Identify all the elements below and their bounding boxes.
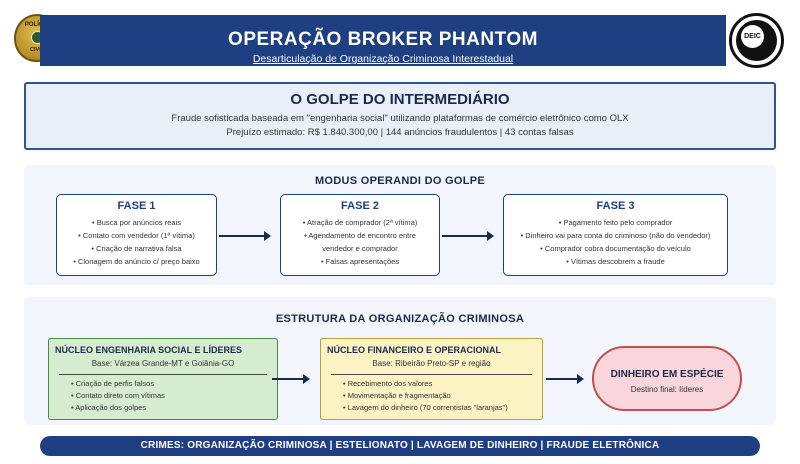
fase-2-item: • Falsas apresentações (320, 257, 400, 266)
modus-operandi-title: MODUS OPERANDI DO GOLPE (314, 175, 486, 187)
arrow-nucleo1-to-nucleo2 (272, 374, 310, 384)
fase-1-box: FASE 1 • Busca por anúncios reais • Cont… (56, 194, 217, 276)
nucleo-engenharia-social-box: NÚCLEO ENGENHARIA SOCIAL E LÍDERES Base:… (48, 338, 278, 420)
estrutura-title: ESTRUTURA DA ORGANIZAÇÃO CRIMINOSA (275, 313, 525, 325)
dinheiro-especie-box: DINHEIRO EM ESPÉCIE Destino final: líder… (592, 346, 742, 411)
nucleo-2-item: • Recebimento dos valores (343, 379, 433, 388)
golpe-prejuizo: Prejuízo estimado: R$ 1.840.300,00 | 144… (226, 127, 574, 138)
nucleo-2-title: NÚCLEO FINANCEIRO E OPERACIONAL (327, 345, 502, 355)
fase-1-item: • Clonagem do anúncio c/ preço baixo (73, 257, 200, 266)
arrow-nucleo2-to-dinheiro (546, 374, 584, 384)
arrow-fase1-to-fase2 (219, 231, 271, 241)
page-header: OPERAÇÃO BROKER PHANTOM Desarticulação d… (40, 15, 726, 66)
fase-1-item: • Criação de narrativa falsa (91, 244, 182, 253)
golpe-summary-box: O GOLPE DO INTERMEDIÁRIO Fraude sofistic… (24, 82, 776, 150)
nucleo-1-item: • Criação de perfis falsos (71, 379, 155, 388)
deic-seal-icon: DEIC (729, 13, 784, 68)
dinheiro-subtitle: Destino final: líderes (630, 385, 704, 394)
page-subtitle: Desarticulação de Organização Criminosa … (252, 53, 514, 65)
badge-bottom-text: CIVIL (29, 47, 45, 53)
nucleo-2-item: • Movimentação e fragmentação (343, 391, 451, 400)
fase-3-title: FASE 3 (596, 200, 635, 212)
fase-2-item: • Atração de comprador (2ª vítima) (302, 218, 418, 227)
crimes-footer: CRIMES: ORGANIZAÇÃO CRIMINOSA | ESTELION… (40, 436, 760, 456)
fase-1-title: FASE 1 (117, 200, 156, 212)
arrow-fase2-to-fase3 (442, 231, 494, 241)
dinheiro-title: DINHEIRO EM ESPÉCIE (610, 369, 724, 380)
fase-1-item: • Busca por anúncios reais (92, 218, 181, 227)
nucleo-1-title: NÚCLEO ENGENHARIA SOCIAL E LÍDERES (55, 345, 243, 355)
fase-2-item: vendedor e comprador (322, 244, 398, 253)
nucleo-2-item: • Lavagem do dinheiro (70 correntistas "… (343, 403, 508, 412)
fase-2-box: FASE 2 • Atração de comprador (2ª vítima… (280, 194, 440, 276)
nucleo-2-base: Base: Ribeirão Preto-SP e região (372, 359, 491, 368)
fase-3-item: • Comprador cobra documentação do veícul… (540, 244, 691, 253)
fase-3-box: FASE 3 • Pagamento feito pelo comprador … (503, 194, 728, 276)
nucleo-financeiro-box: NÚCLEO FINANCEIRO E OPERACIONAL Base: Ri… (320, 338, 543, 420)
golpe-title: O GOLPE DO INTERMEDIÁRIO (290, 91, 510, 108)
golpe-description: Fraude sofisticada baseada em "engenhari… (171, 113, 629, 124)
fase-3-item: • Vítimas descobrem a fraude (566, 257, 665, 266)
fase-3-item: • Pagamento feito pelo comprador (558, 218, 673, 227)
nucleo-1-base: Base: Várzea Grande-MT e Goiânia-GO (91, 359, 235, 368)
seal-center-text: DEIC (741, 25, 764, 48)
nucleo-1-item: • Aplicação dos golpes (71, 403, 147, 412)
fase-3-item: • Dinheiro vai para conta do criminoso (… (520, 231, 711, 240)
page-title: OPERAÇÃO BROKER PHANTOM (228, 29, 538, 50)
nucleo-1-item: • Contato direto com vítimas (71, 391, 165, 400)
nucleo-2-divider (331, 374, 532, 375)
fase-2-title: FASE 2 (341, 200, 379, 212)
fase-2-item: • Agendamento de encontro entre (304, 231, 416, 240)
fase-1-item: • Contato com vendedor (1ª vítima) (78, 231, 195, 240)
nucleo-1-divider (59, 374, 267, 375)
badge-top-text: POLÍCIA (24, 22, 50, 28)
